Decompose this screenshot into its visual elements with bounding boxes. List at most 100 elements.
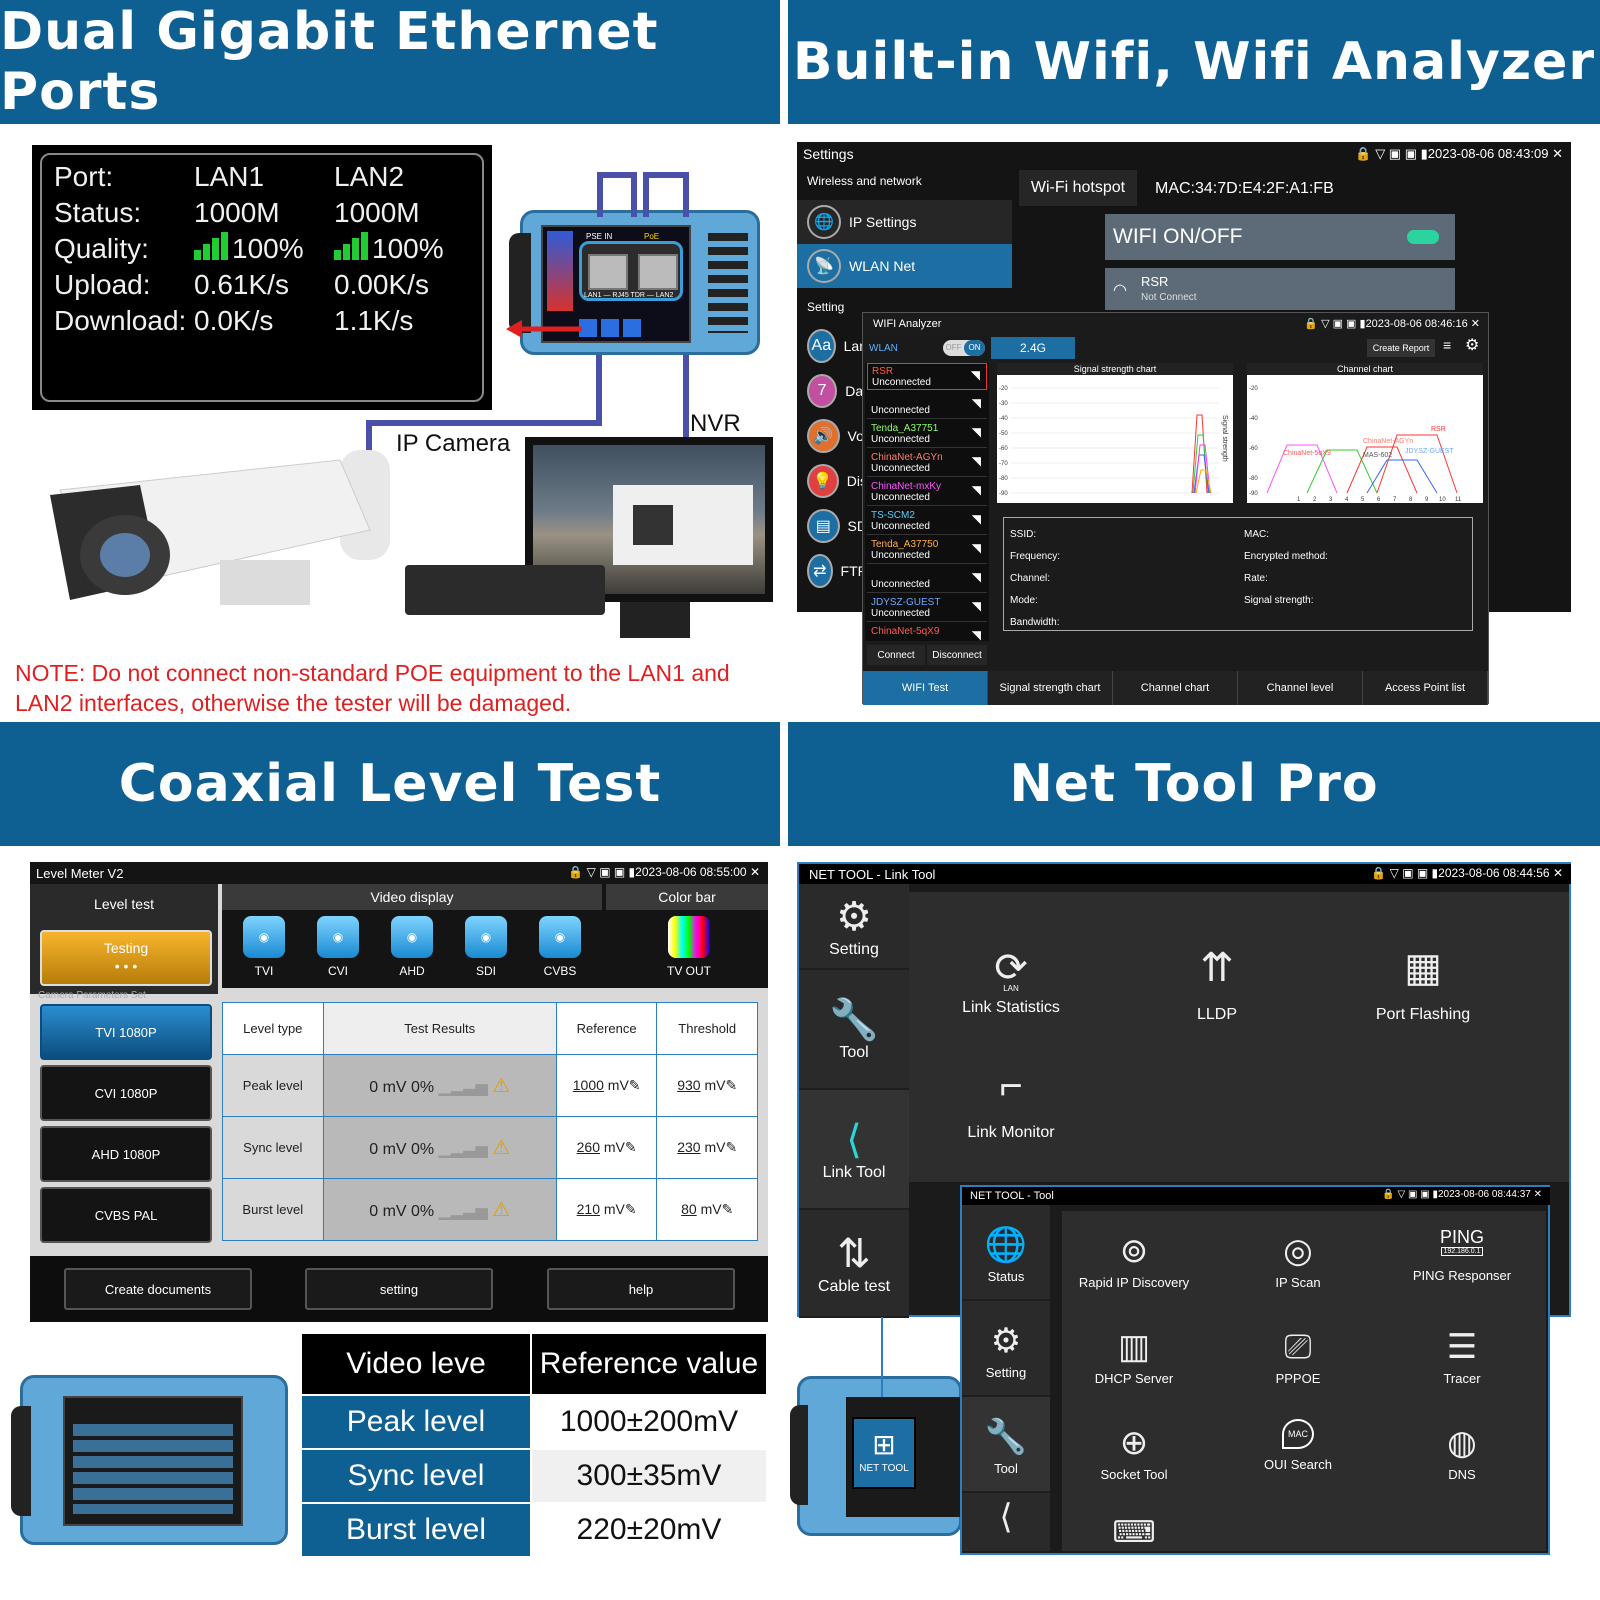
ref-level-name: Burst level: [300, 1502, 532, 1558]
band-selector[interactable]: 2.4G: [991, 337, 1075, 359]
disconnect-button[interactable]: Disconnect: [927, 645, 987, 665]
network-info-panel: SSID: Frequency: Channel: Mode: Bandwidt…: [1003, 517, 1473, 631]
menu-ip-settings[interactable]: 🌐IP Settings: [797, 200, 1012, 244]
y-tick: -40: [999, 416, 1008, 422]
gear-icon[interactable]: ⚙: [1465, 337, 1480, 354]
tool-ip-scan[interactable]: ◎IP Scan: [1218, 1227, 1378, 1290]
wifi-lock-icon: ◥: [971, 541, 981, 555]
network-icon: ⊞: [872, 1429, 896, 1460]
rsr-network-row[interactable]: ◠ RSR Not Connect: [1105, 268, 1455, 310]
wifi-toggle-switch[interactable]: [1407, 230, 1439, 244]
close-icon[interactable]: ✕: [749, 865, 760, 879]
tool-rapid-ip-discovery[interactable]: ⊚Rapid IP Discovery: [1054, 1227, 1214, 1290]
side-cable-test[interactable]: ⇅Cable test: [799, 1210, 909, 1318]
wifi-toggle-row[interactable]: WIFI ON/OFF: [1105, 214, 1455, 260]
mode-ahd-1080p[interactable]: AHD 1080P: [40, 1126, 212, 1182]
threshold-cell[interactable]: 80 mV✎: [656, 1178, 758, 1241]
side-link-2[interactable]: ⟨: [962, 1493, 1050, 1553]
threshold-cell[interactable]: 230 mV✎: [656, 1116, 758, 1179]
tool-dns[interactable]: ◍DNS: [1382, 1419, 1542, 1482]
video-icon-ahd[interactable]: ◉AHD: [382, 916, 442, 978]
tool-tracer[interactable]: ☰Tracer: [1382, 1323, 1542, 1386]
lan2-upload: 0.00K/s: [334, 269, 429, 300]
side-tool-2[interactable]: 🔧Tool: [962, 1397, 1050, 1493]
filter-icon[interactable]: ≡: [1443, 337, 1452, 353]
side-setting[interactable]: ⚙Setting: [799, 884, 909, 970]
create-documents-button[interactable]: Create documents: [64, 1268, 252, 1310]
y-tick: -90: [999, 491, 1008, 497]
table-row: Peak level 0 mV 0% ▁▂▃▅ ⚠ 1000 mV✎ 930 m…: [222, 1054, 758, 1117]
video-icon-cvi[interactable]: ◉CVI: [308, 916, 368, 978]
reference-cell[interactable]: 260 mV✎: [555, 1116, 658, 1179]
help-button[interactable]: help: [547, 1268, 735, 1310]
tool-lldp[interactable]: ⇈LLDP: [1127, 944, 1307, 1024]
close-icon[interactable]: ✕: [1470, 318, 1480, 330]
menu-ftp[interactable]: ⇄FTP: [797, 549, 867, 593]
video-icon-sdi[interactable]: ◉SDI: [456, 916, 516, 978]
list-item[interactable]: ChinaNet-5qX9◥: [867, 624, 987, 641]
tool-pppoe[interactable]: ⎚PPPOE: [1218, 1323, 1378, 1386]
close-icon[interactable]: ✕: [1552, 866, 1563, 880]
net-tool-screen: NET TOOL - Tool 🔒 ▽ ▣ ▣ ▮2023-08-06 08:4…: [960, 1185, 1550, 1555]
reference-cell[interactable]: 210 mV✎: [555, 1178, 658, 1241]
tool-port-flashing[interactable]: ▦Port Flashing: [1333, 944, 1513, 1024]
reference-cell[interactable]: 1000 mV✎: [555, 1054, 658, 1117]
side-tool[interactable]: 🔧Tool: [799, 970, 909, 1090]
list-item[interactable]: Unconnected◥: [867, 566, 987, 593]
level-status-bar: 🔒 ▽ ▣ ▣ ▮2023-08-06 08:55:00 ✕: [568, 865, 760, 879]
close-icon[interactable]: ✕: [1533, 1189, 1542, 1200]
hotspot-button[interactable]: Wi-Fi hotspot: [1019, 170, 1137, 206]
tab-wifi-test[interactable]: WIFI Test: [863, 671, 988, 705]
create-report-button[interactable]: Create Report: [1367, 339, 1435, 357]
side-setting-2[interactable]: ⚙Setting: [962, 1301, 1050, 1397]
dome-camera-icon: ◉: [391, 916, 433, 958]
button-label: setting: [379, 1281, 419, 1297]
mode-tvi-1080p[interactable]: TVI 1080P: [40, 1004, 212, 1060]
side-status[interactable]: 🌐Status: [962, 1205, 1050, 1301]
tool-dhcp-server[interactable]: ▥DHCP Server: [1054, 1323, 1214, 1386]
testing-button[interactable]: Testing • • •: [40, 930, 212, 986]
menu-display[interactable]: 💡Dis: [797, 459, 867, 503]
tab-signal-strength[interactable]: Signal strength chart: [988, 671, 1113, 705]
setting-section-label: Setting: [807, 300, 845, 314]
font-icon: Aa: [807, 329, 836, 363]
setting-button[interactable]: setting: [305, 1268, 493, 1310]
tool-link-monitor[interactable]: ⌐Link Monitor: [921, 1062, 1101, 1142]
list-item[interactable]: Unconnected◥: [867, 392, 987, 419]
menu-volume[interactable]: 🔊Vol: [797, 414, 867, 458]
mode-cvi-1080p[interactable]: CVI 1080P: [40, 1065, 212, 1121]
tool-next-row[interactable]: ⌨: [1054, 1509, 1214, 1557]
tab-access-point-list[interactable]: Access Point list: [1363, 671, 1488, 705]
side-link-tool[interactable]: ⟨Link Tool: [799, 1090, 909, 1210]
menu-sd[interactable]: ▤SD: [797, 504, 867, 548]
threshold-cell[interactable]: 930 mV✎: [656, 1054, 758, 1117]
tab-channel-chart[interactable]: Channel chart: [1113, 671, 1238, 705]
close-icon[interactable]: ✕: [1552, 146, 1563, 161]
tv-out-button[interactable]: TV OUT: [654, 916, 724, 978]
video-icon-cvbs[interactable]: ◉CVBS: [530, 916, 590, 978]
menu-wlan-net[interactable]: 📡WLAN Net: [797, 244, 1012, 288]
mode-cvbs-pal[interactable]: CVBS PAL: [40, 1187, 212, 1243]
sd-card-icon: ▤: [807, 509, 840, 543]
tab-channel-level[interactable]: Channel level: [1238, 671, 1363, 705]
connect-button[interactable]: Connect: [867, 645, 925, 665]
video-icon-tvi[interactable]: ◉TVI: [234, 916, 294, 978]
link-monitor-icon: ⌐: [999, 1064, 1023, 1108]
tool-socket-tool[interactable]: ⊕Socket Tool: [1054, 1419, 1214, 1482]
channel-label: MAS-602: [1363, 452, 1392, 459]
signal-bars-icon: [194, 232, 228, 260]
wifi-lock-icon: ◥: [971, 483, 981, 497]
